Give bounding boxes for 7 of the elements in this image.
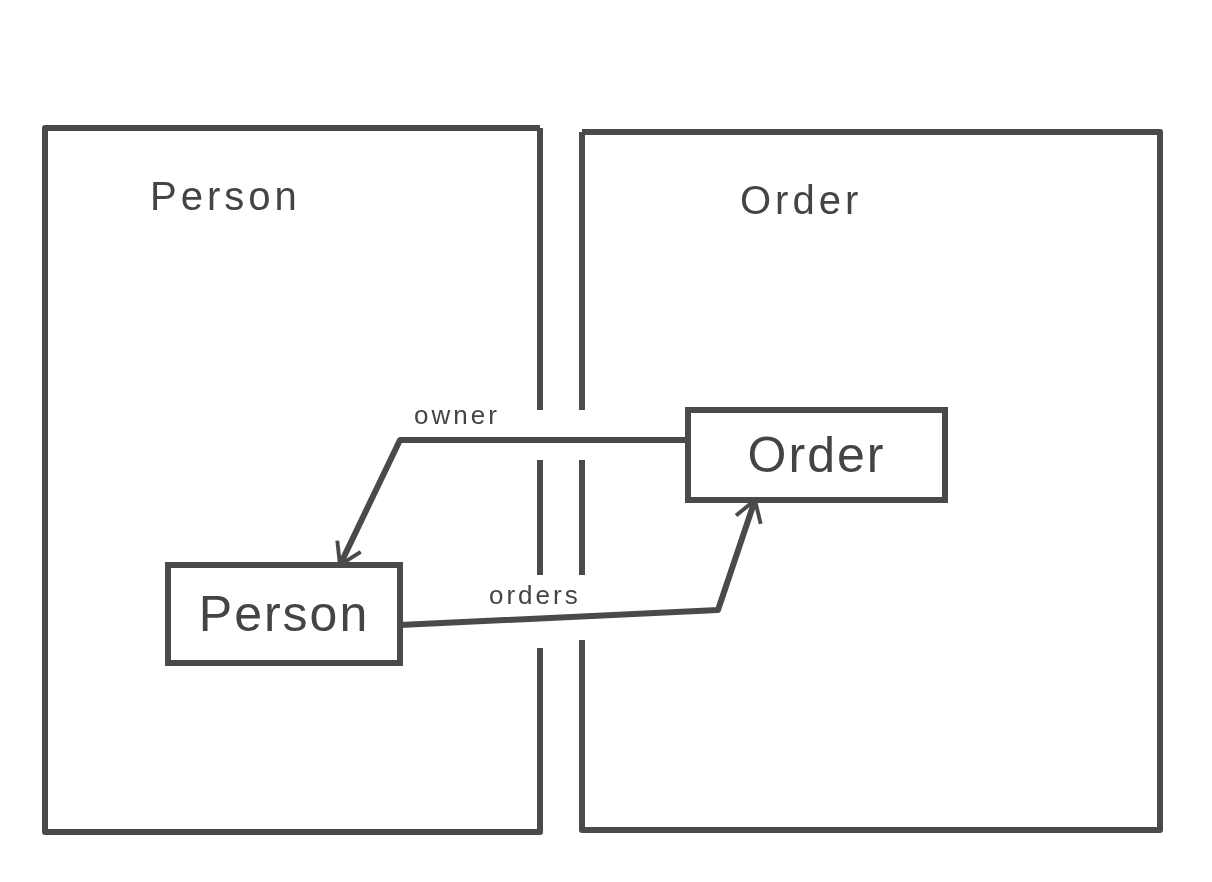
bounded-context-box [582,132,1160,830]
entity-box [688,410,945,500]
entity-name: Person [197,584,371,644]
context-title: Order [740,177,863,224]
entity-name: Order [746,425,887,485]
entity-box [168,565,400,663]
context-title: Person [150,173,301,220]
